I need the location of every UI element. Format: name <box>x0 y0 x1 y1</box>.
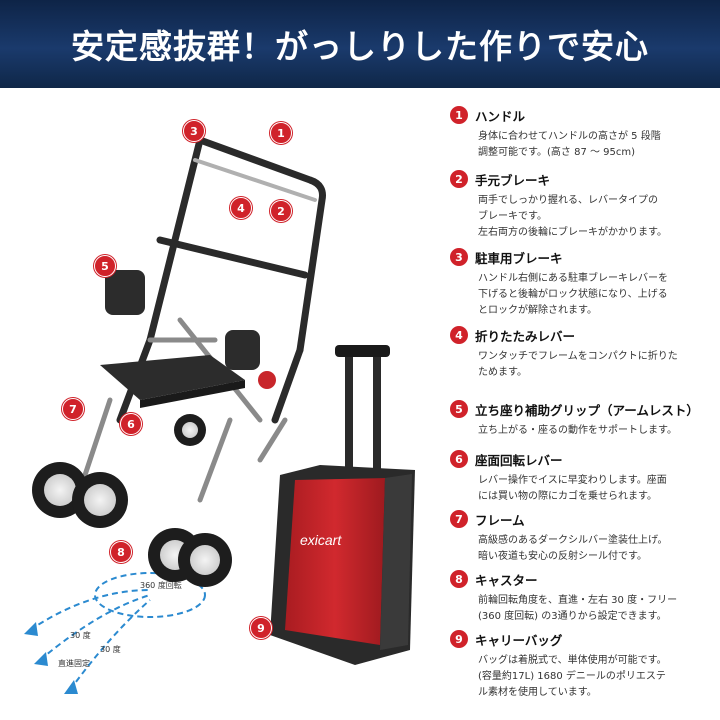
arm-grip <box>105 270 145 315</box>
label-rotation: 360 度回転 <box>140 580 182 590</box>
feature-desc: 前輪回転角度を、直進・左右 30 度・フリー (360 度回転) の3通りから設… <box>478 595 678 622</box>
caster-direction-diagram <box>29 572 206 691</box>
feature-number: 5 <box>450 400 468 418</box>
feature-title: フレーム <box>475 512 525 528</box>
feature-title: キャスター <box>475 572 538 588</box>
feature-carry-bag: 9 キャリーバッグ バッグは着脱式で、単体使用が可能です。 (容量約17L) 16… <box>450 628 712 701</box>
feature-title: 手元ブレーキ <box>475 172 551 188</box>
callout-4: 4 <box>230 197 252 219</box>
callout-7: 7 <box>62 398 84 420</box>
feature-parking-brake: 3 駐車用ブレーキ ハンドル右側にある駐車ブレーキレバーを 下げると後輪がロック状… <box>450 246 712 319</box>
callout-8: 8 <box>110 541 132 563</box>
header-banner: 安定感抜群！がっしりした作りで安心 <box>0 0 720 88</box>
feature-desc: バッグは着脱式で、単体使用が可能です。 (容量約17L) 1680 デニールのポ… <box>478 655 667 698</box>
feature-number: 4 <box>450 326 468 344</box>
seat <box>100 355 276 408</box>
feature-number: 2 <box>450 170 468 188</box>
feature-number: 7 <box>450 510 468 528</box>
feature-desc: ハンドル右側にある駐車ブレーキレバーを 下げると後輪がロック状態になり、上げる … <box>478 273 668 316</box>
callout-9: 9 <box>250 617 272 639</box>
carry-bag: exicart <box>270 345 415 665</box>
feature-desc: 立ち上がる・座るの動作をサポートします。 <box>478 425 677 436</box>
feature-title: 立ち座り補助グリップ（アームレスト） <box>475 402 699 418</box>
feature-handle: 1 ハンドル 身体に合わせてハンドルの高さが 5 段階 調整可能です。(高さ 87… <box>450 104 712 161</box>
wheels <box>32 414 403 653</box>
feature-assist-grip: 5 立ち座り補助グリップ（アームレスト） 立ち上がる・座るの動作をサポートします。 <box>450 398 712 439</box>
feature-desc: 高級感のあるダークシルバー塗装仕上げ。 暗い夜道も安心の反射シール付です。 <box>478 535 668 562</box>
feature-caster: 8 キャスター 前輪回転角度を、直進・左右 30 度・フリー (360 度回転) … <box>450 568 712 625</box>
feature-number: 6 <box>450 450 468 468</box>
feature-title: 座面回転レバー <box>475 452 563 468</box>
callout-6: 6 <box>120 413 142 435</box>
feature-desc: 身体に合わせてハンドルの高さが 5 段階 調整可能です。(高さ 87 ～ 95c… <box>478 131 661 158</box>
arm-grip-right <box>225 330 260 370</box>
arrow-heads <box>24 622 78 694</box>
feature-number: 1 <box>450 106 468 124</box>
feature-desc: 両手でしっかり握れる、レバータイプの ブレーキです。 左右両方の後輪にブレーキが… <box>478 195 667 238</box>
page-title: 安定感抜群！がっしりした作りで安心 <box>71 27 649 66</box>
feature-title: 折りたたみレバー <box>475 328 576 344</box>
feature-title: ハンドル <box>475 108 526 124</box>
feature-hand-brake: 2 手元ブレーキ 両手でしっかり握れる、レバータイプの ブレーキです。 左右両方の… <box>450 168 712 241</box>
feature-title: 駐車用ブレーキ <box>475 250 563 266</box>
feature-folding-lever: 4 折りたたみレバー ワンタッチでフレームをコンパクトに折りた ためます。 <box>450 324 712 381</box>
feature-desc: ワンタッチでフレームをコンパクトに折りた ためます。 <box>478 351 678 378</box>
label-angle-a: 30 度 <box>70 630 91 640</box>
feature-frame: 7 フレーム 高級感のあるダークシルバー塗装仕上げ。 暗い夜道も安心の反射シール付… <box>450 508 712 565</box>
callout-3: 3 <box>183 120 205 142</box>
feature-number: 3 <box>450 248 468 266</box>
feature-desc: レバー操作でイスに早変わりします。座面 には買い物の際にカゴを乗せられます。 <box>478 475 667 502</box>
callout-1: 1 <box>270 122 292 144</box>
product-illustration: 360 度回転 30 度 30 度 直進固定 <box>0 90 450 720</box>
label-straight: 直進固定 <box>58 658 90 668</box>
feature-title: キャリーバッグ <box>475 632 563 648</box>
label-angle-b: 30 度 <box>100 644 121 654</box>
walker-cart-drawing: 360 度回転 30 度 30 度 直進固定 <box>24 136 415 694</box>
feature-seat-lever: 6 座面回転レバー レバー操作でイスに早変わりします。座面 には買い物の際にカゴを… <box>450 448 712 505</box>
feature-number: 8 <box>450 570 468 588</box>
callout-2: 2 <box>270 200 292 222</box>
feature-number: 9 <box>450 630 468 648</box>
callout-5: 5 <box>94 255 116 277</box>
bag-brand-logo: exicart <box>300 532 342 548</box>
